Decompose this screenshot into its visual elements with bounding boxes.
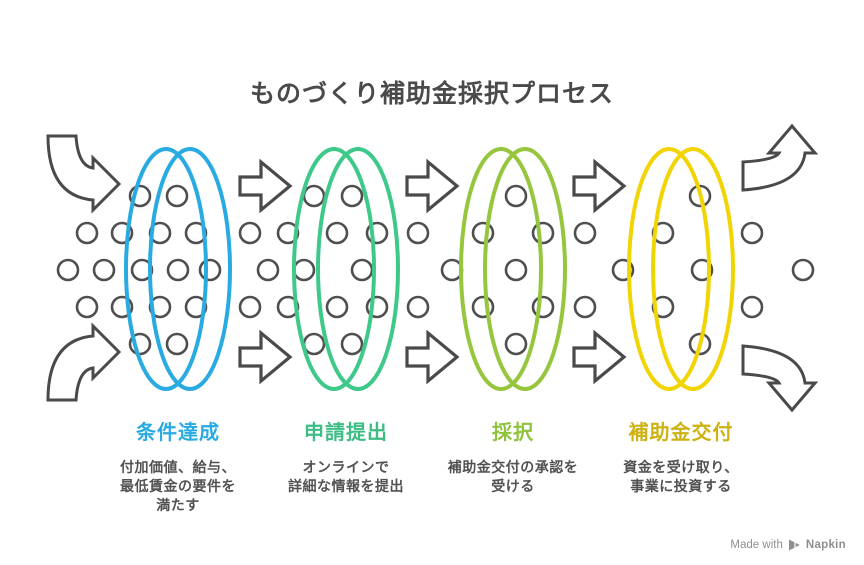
stage-ring <box>316 147 400 391</box>
background-dot <box>128 184 152 208</box>
background-dot <box>166 258 190 282</box>
brand-text: Napkin <box>805 539 846 551</box>
background-dot <box>471 295 495 319</box>
background-dot <box>406 295 430 319</box>
background-dot <box>340 184 364 208</box>
background-dot <box>302 332 326 356</box>
stage-condition: 条件達成 付加価値、給与、 最低賃金の要件を 満たす <box>68 420 288 515</box>
background-dot <box>365 221 389 245</box>
page-title: ものづくり補助金採択プロセス <box>249 80 614 108</box>
background-dot <box>75 295 99 319</box>
flow-out-bottom-arrow <box>741 344 819 413</box>
flow-in-bottom-arrow <box>46 322 122 402</box>
background-dot <box>238 221 262 245</box>
stage-description: オンラインで 詳細な情報を提出 <box>288 459 404 494</box>
background-dot <box>165 332 189 356</box>
flow-arrow <box>405 158 460 214</box>
flow-in-top-arrow <box>46 134 122 214</box>
background-dot <box>740 221 764 245</box>
background-dot <box>238 295 262 319</box>
stage-description: 資金を受け取り、 事業に投資する <box>623 459 739 494</box>
background-dot <box>504 258 528 282</box>
flow-arrow <box>238 329 293 385</box>
background-dot <box>110 295 134 319</box>
background-dot <box>340 332 364 356</box>
stage-grant: 補助金交付 資金を受け取り、 事業に投資する <box>571 420 791 496</box>
stage-ring <box>148 147 232 391</box>
stage-label: 条件達成 <box>136 422 220 444</box>
background-dot <box>531 295 555 319</box>
flow-arrow <box>405 329 460 385</box>
stage-ring <box>292 147 376 391</box>
background-dot <box>471 221 495 245</box>
stage-ring <box>627 147 711 391</box>
stage-application: 申請提出 オンラインで 詳細な情報を提出 <box>236 420 456 496</box>
background-dot <box>198 258 222 282</box>
background-dot <box>440 258 464 282</box>
background-dot <box>128 332 152 356</box>
background-dot <box>573 221 597 245</box>
background-dot <box>325 221 349 245</box>
background-dot <box>504 332 528 356</box>
background-dot <box>110 221 134 245</box>
background-dot <box>740 295 764 319</box>
background-dot <box>56 258 80 282</box>
stage-label: 申請提出 <box>304 422 388 444</box>
napkin-logo-icon <box>788 539 800 551</box>
stage-ring <box>124 147 208 391</box>
flow-arrow <box>572 329 627 385</box>
stage-ring <box>651 147 735 391</box>
background-dot <box>165 184 189 208</box>
stage-label: 採択 <box>492 422 534 444</box>
background-dot <box>276 295 300 319</box>
background-dot <box>690 258 714 282</box>
background-dot <box>325 295 349 319</box>
stage-ring <box>459 147 543 391</box>
background-dot <box>573 295 597 319</box>
background-dot <box>350 258 374 282</box>
background-dot <box>256 258 280 282</box>
made-with-text: Made with <box>730 539 783 551</box>
background-dot <box>688 184 712 208</box>
flow-out-top-arrow <box>741 123 819 192</box>
stage-label: 補助金交付 <box>628 422 734 444</box>
stage-adoption: 採択 補助金交付の承認を 受ける <box>403 420 623 496</box>
background-dot <box>276 221 300 245</box>
flow-arrow <box>238 158 293 214</box>
stage-description: 付加価値、給与、 最低賃金の要件を 満たす <box>120 459 236 513</box>
stage-description: 補助金交付の承認を 受ける <box>447 459 579 494</box>
background-dot <box>75 221 99 245</box>
background-dot <box>791 258 815 282</box>
flow-arrow <box>572 158 627 214</box>
background-dot <box>92 258 116 282</box>
stage-ring <box>483 147 567 391</box>
made-with-napkin-watermark: Made with Napkin <box>730 539 846 551</box>
background-dot <box>302 184 326 208</box>
background-dot <box>531 221 555 245</box>
background-dot <box>292 258 316 282</box>
background-dot <box>504 184 528 208</box>
background-dot <box>406 221 430 245</box>
background-dot <box>688 332 712 356</box>
background-dot <box>365 295 389 319</box>
background-dot <box>611 258 635 282</box>
